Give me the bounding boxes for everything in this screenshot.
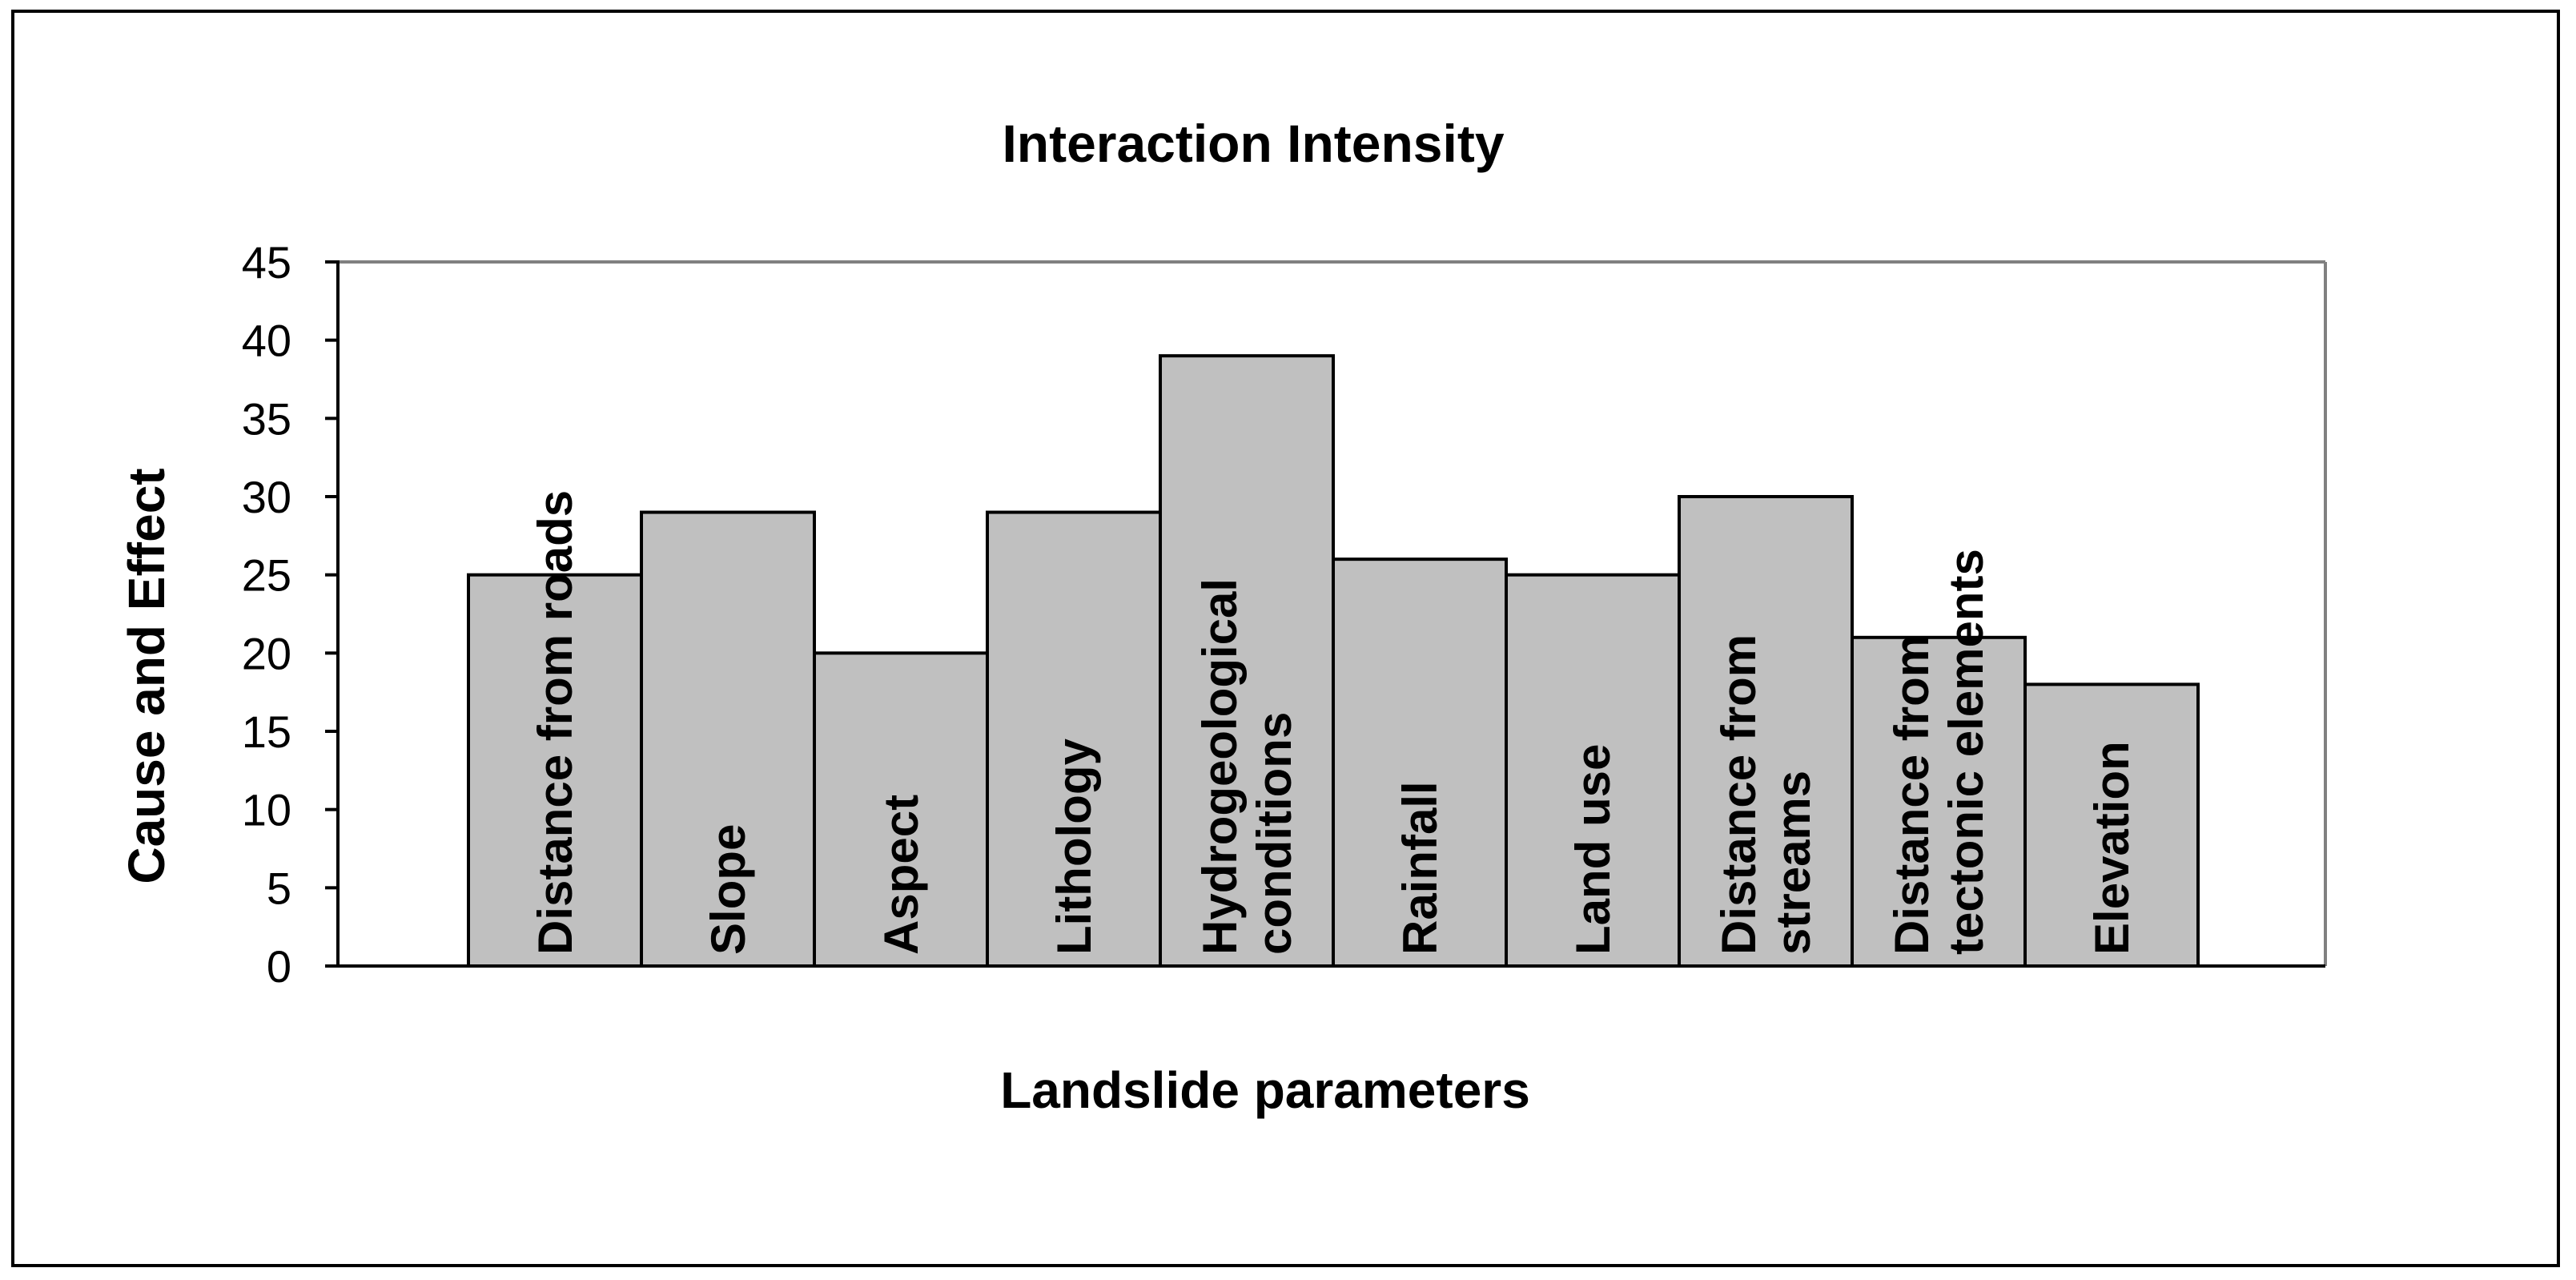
category-label-line: Distance from roads: [528, 490, 582, 955]
category-label: Land use: [1566, 744, 1620, 955]
x-axis-title: Landslide parameters: [1000, 1061, 1530, 1119]
category-label-line: Land use: [1566, 744, 1620, 955]
y-tick-label: 45: [242, 237, 291, 288]
category-label-line: tectonic elements: [1939, 549, 1993, 955]
category-label-line: Elevation: [2085, 741, 2139, 955]
category-label-line: Distance from: [1885, 634, 1939, 955]
category-label: Hydrogeologicalconditions: [1193, 578, 1301, 955]
category-label-line: Aspect: [874, 795, 928, 955]
category-label-line: Slope: [701, 824, 755, 955]
y-tick-label: 25: [242, 550, 291, 601]
category-label: Aspect: [874, 795, 928, 955]
category-label-line: conditions: [1248, 712, 1301, 955]
category-label-line: Hydrogeological: [1193, 578, 1247, 955]
bar: [467, 573, 643, 968]
category-label: Slope: [701, 824, 755, 955]
bar: [1332, 557, 1508, 968]
category-label: Elevation: [2085, 741, 2139, 955]
bar: [640, 510, 816, 968]
category-label: Rainfall: [1393, 781, 1447, 955]
chart-title: Interaction Intensity: [1002, 114, 1504, 173]
bar: [1678, 495, 1854, 968]
category-label: Distance fromstreams: [1712, 634, 1820, 955]
y-tick-label: 10: [242, 785, 291, 835]
y-axis-title: Cause and Effect: [118, 468, 175, 884]
bar: [1159, 354, 1335, 968]
bar: [813, 651, 989, 968]
category-label: Lithology: [1047, 738, 1101, 955]
y-tick-label: 15: [242, 706, 291, 757]
bar: [1505, 573, 1681, 968]
y-tick-label: 30: [242, 472, 291, 522]
y-tick-label: 40: [242, 316, 291, 366]
y-tick-label: 20: [242, 628, 291, 678]
bar: [1851, 635, 2027, 968]
y-tick-label: 5: [267, 863, 291, 913]
category-label: Distance fromtectonic elements: [1885, 549, 1993, 955]
category-label-line: Rainfall: [1393, 781, 1447, 955]
category-label-line: Distance from: [1712, 634, 1766, 955]
y-tick-label: 0: [267, 941, 291, 992]
category-label-line: Lithology: [1047, 738, 1101, 955]
category-label: Distance from roads: [528, 490, 582, 955]
category-label-line: streams: [1766, 771, 1820, 955]
y-tick-label: 35: [242, 393, 291, 444]
